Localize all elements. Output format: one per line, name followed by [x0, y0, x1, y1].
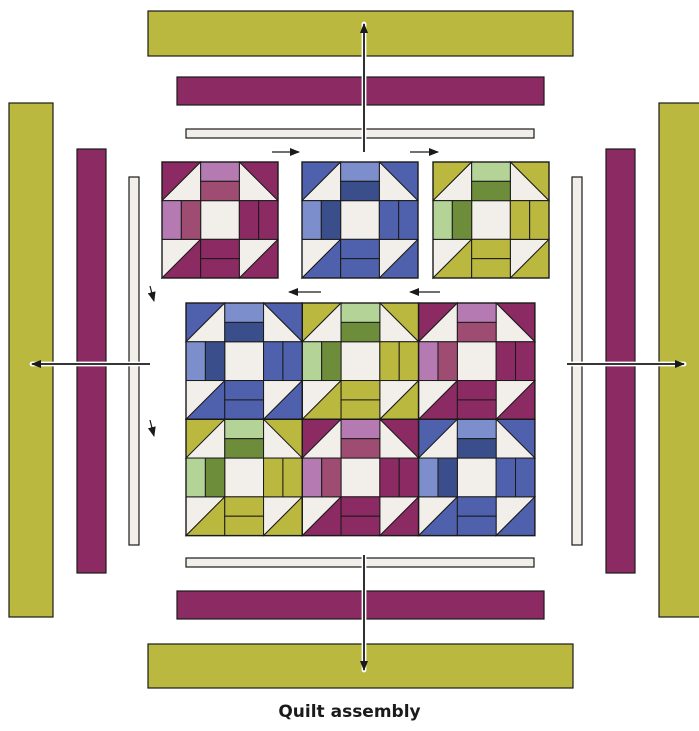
border-bottom-middle [177, 591, 544, 619]
quilt-block-center-r2-c2 [302, 419, 418, 535]
border-left-middle [77, 149, 106, 573]
quilt-block-top-1 [162, 162, 278, 278]
quilt-blocks [162, 162, 549, 536]
border-bottom-outer [148, 644, 573, 688]
quilt-block-top-2 [302, 162, 418, 278]
quilt-block-center-r1-c2 [302, 303, 418, 419]
border-bottom-inner [186, 558, 534, 567]
border-top-middle [177, 77, 544, 105]
border-top-outer [148, 11, 573, 56]
quilt-block-center-r2-c1 [186, 419, 302, 535]
quilt-block-center-r1-c3 [419, 303, 535, 419]
quilt-block-top-3 [433, 162, 549, 278]
quilt-block-center-r2-c3 [419, 419, 535, 535]
border-right-inner [572, 177, 582, 545]
border-right-outer [659, 103, 699, 617]
diagram-caption: Quilt assembly [0, 702, 699, 722]
border-left-inner [129, 177, 139, 545]
quilt-block-center-r1-c1 [186, 303, 302, 419]
border-left-outer [9, 103, 53, 617]
border-top-inner [186, 129, 534, 138]
border-right-middle [606, 149, 635, 573]
